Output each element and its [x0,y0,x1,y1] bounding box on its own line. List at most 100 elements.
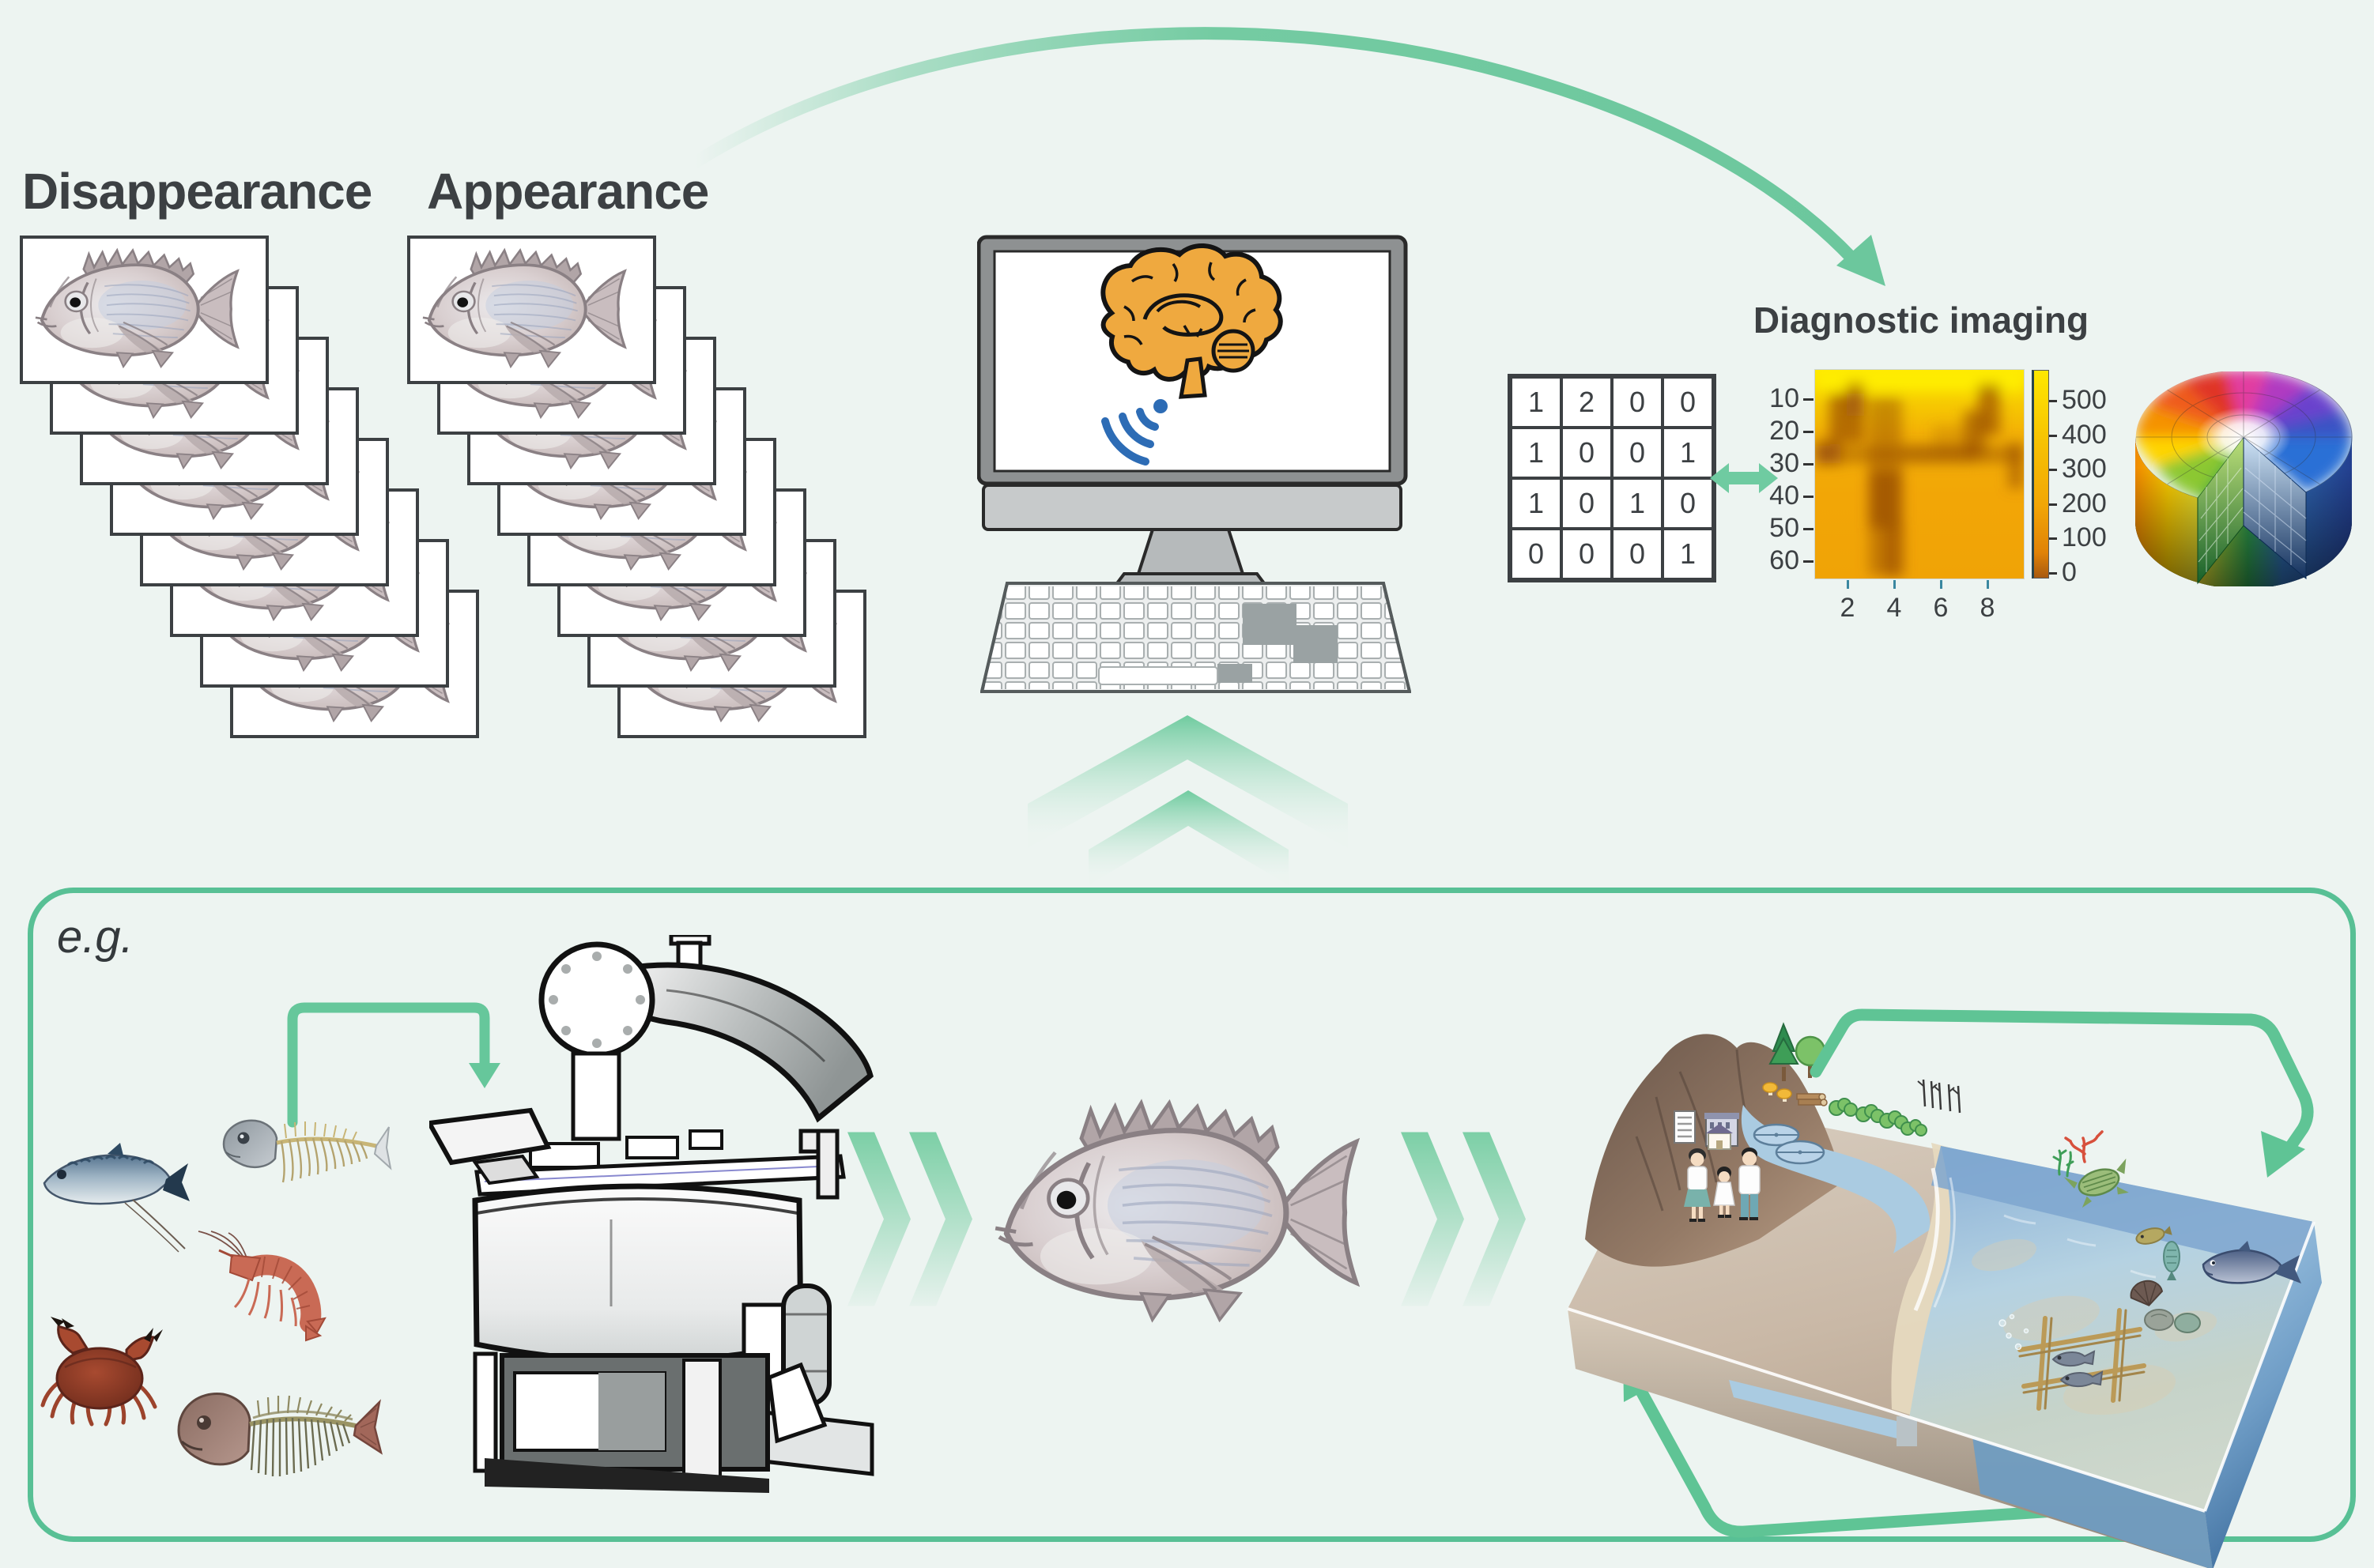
fish-skeleton-icon [222,1119,392,1183]
curved-arrow-icon [689,27,1885,286]
coastal-ecosystem-icon [1567,1008,2322,1568]
chevron-up-icon [1028,715,1348,848]
heatmap-y-tick-label: 20 [1769,416,1799,446]
stones-icon [2144,1309,2201,1333]
fish-photo-card [407,236,656,384]
chevron-right-icon [847,1132,972,1306]
matrix-cell: 0 [1561,529,1612,579]
green-crab-icon [2063,1158,2129,1208]
colorbar-tick-label: 400 [2062,419,2107,450]
monitor-stand [1136,528,1245,575]
heatmap-y-tick-label: 10 [1769,383,1799,413]
matrix-cell: 0 [1663,377,1713,428]
blue-fish-icon [2202,1241,2301,1284]
matrix-cell: 1 [1663,529,1713,579]
wifi-icon [1101,399,1168,466]
tick-mark [1803,528,1814,530]
matrix-cell: 0 [1663,478,1713,529]
heatmap-x-tick-label: 4 [1886,593,1902,623]
tick-mark [1803,560,1814,563]
tick-mark [1803,463,1814,466]
colorbar-tick-label: 500 [2062,385,2107,415]
tick-mark [2049,537,2057,541]
heatmap-colorbar [2032,370,2049,579]
red-algae-icon [2064,1130,2104,1163]
tick-mark [2049,503,2057,506]
matrix-cell: 0 [1612,529,1663,579]
tick-mark [1803,398,1814,401]
matrix-cell: 0 [1511,529,1561,579]
fish-photo-card [20,236,269,384]
fish-meal-processing-machine-icon [429,935,874,1493]
bubbles-icon [1998,1314,2029,1351]
matrix-cell: 0 [1612,377,1663,428]
sea-bream-fish-icon [984,1089,1395,1336]
reeds-icon [1917,1079,1961,1114]
keyboard-icon [980,582,1411,693]
matrix-cell: 1 [1511,377,1561,428]
tick-mark [2049,469,2057,472]
tick-mark [2049,572,2057,575]
chevron-up-icon [1089,790,1289,885]
tick-mark [1893,580,1896,589]
family-icon [1684,1148,1761,1222]
tick-mark [1803,431,1814,433]
disappearance-label: Disappearance [22,163,372,220]
shell-icon [2130,1280,2164,1306]
matrix-cell: 1 [1663,428,1713,478]
shrimp-icon [198,1231,326,1342]
colorbar-tick-label: 0 [2062,557,2077,587]
matrix-cell: 1 [1511,478,1561,529]
matrix-cell: 0 [1561,428,1612,478]
tick-mark [1986,580,1989,589]
double-headed-arrow-icon [1710,463,1778,493]
colorbar-tick-label: 200 [2062,488,2107,518]
fish-head-skeleton-icon [177,1393,383,1477]
matrix-cell: 0 [1561,478,1612,529]
colorbar-tick-label: 100 [2062,522,2107,553]
tick-mark [2049,400,2057,402]
hsv-color-cylinder-icon [2135,371,2353,586]
example-box [28,888,2356,1542]
disappearance-card-stack [20,236,494,757]
tick-mark [1939,580,1942,589]
treatment-ponds-icon [1753,1123,1825,1165]
matrix-cell: 1 [1511,428,1561,478]
heatmap-x-tick-label: 2 [1840,593,1855,623]
heatmap-y-tick-label: 50 [1769,513,1799,543]
matrix-cell: 0 [1612,428,1663,478]
appearance-label: Appearance [427,163,709,220]
trees-icon [1768,1022,1826,1081]
example-label: e.g. [57,911,134,963]
logs-icon [1796,1093,1828,1106]
mushrooms-icon [1762,1082,1792,1102]
crab-icon [40,1317,163,1427]
appearance-card-stack [407,236,881,757]
matrix-cell: 1 [1612,478,1663,529]
chevron-right-icon [1401,1132,1526,1306]
heatmap-y-tick-label: 30 [1769,448,1799,478]
mackerel-fish-icon [43,1143,190,1253]
heatmap-plot [1814,369,2025,579]
elbow-arrow-icon [287,1002,500,1128]
tick-mark [1803,496,1814,498]
bushes-icon [1829,1098,1927,1136]
heatmap-y-tick-label: 60 [1769,545,1799,575]
circulation-arrow-top [1810,1008,2314,1178]
tick-mark [1846,580,1849,589]
sea-bream-fish-icon [29,243,259,375]
brain-icon [1100,243,1283,399]
fish-cage-icon [2017,1308,2146,1411]
heatmap-y-tick-label: 40 [1769,481,1799,511]
diagnostic-imaging-title: Diagnostic imaging [1753,300,2089,341]
computer-monitor-icon [977,235,1408,588]
buildings-icon [1674,1110,1739,1150]
sea-bream-fish-icon [417,243,647,375]
small-fish-icons [2135,1226,2245,1280]
heatmap-x-tick-label: 8 [1980,593,1995,623]
tick-mark [2049,434,2057,437]
matrix-cell: 2 [1561,377,1612,428]
colorbar-tick-label: 300 [2062,454,2107,484]
